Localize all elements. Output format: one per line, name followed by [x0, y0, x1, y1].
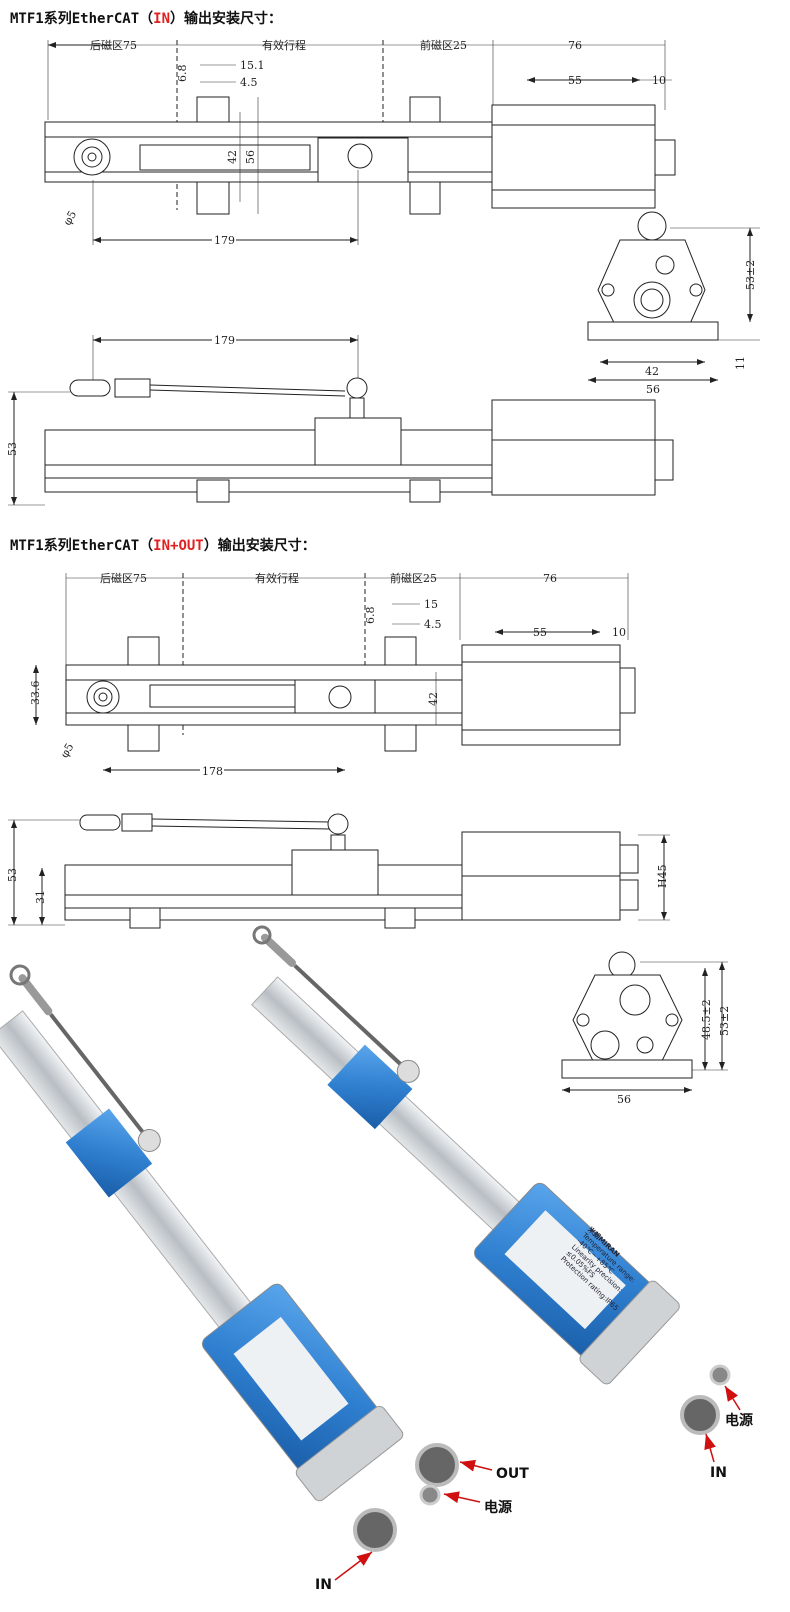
callout-power-right: 电源 — [725, 1413, 753, 1429]
dim-33-6: 33.6 — [29, 681, 42, 706]
dim-rear-zone: 后磁区75 — [100, 572, 147, 585]
dim-end-42: 42 — [645, 365, 659, 378]
dim-head-length: 76 — [543, 572, 557, 585]
dim-56: 56 — [244, 150, 257, 164]
dim-connector: 10 — [652, 74, 666, 87]
dim-178: 178 — [202, 765, 223, 778]
dim-15: 15 — [424, 598, 438, 611]
title-prefix: MTF1系列EtherCAT（ — [10, 538, 154, 554]
title-prefix: MTF1系列EtherCAT（ — [10, 11, 154, 27]
dim-end-56: 56 — [646, 383, 660, 396]
callout-in-left: IN — [315, 1577, 332, 1593]
dim-53pm2: 53±2 — [718, 1006, 731, 1036]
dim-stroke: 有效行程 — [262, 38, 306, 52]
dim-42: 42 — [226, 150, 239, 164]
dim-end-56: 56 — [617, 1093, 631, 1106]
dim-11: 11 — [734, 356, 747, 370]
side-view-in-out: 53 31 H45 — [6, 813, 670, 929]
dim-stroke: 有效行程 — [255, 571, 299, 585]
end-view-in: 53±2 11 42 56 — [587, 211, 760, 396]
dim-48-5pm2: 48.5±2 — [700, 999, 713, 1040]
callout-out: OUT — [496, 1466, 529, 1482]
title-highlight: IN — [153, 11, 171, 27]
dim-head-length: 76 — [568, 39, 582, 52]
dim-head-body: 55 — [568, 74, 582, 87]
product-photo-left — [0, 964, 493, 1581]
dim-179: 179 — [214, 234, 235, 247]
dim-front-zone: 前磁区25 — [420, 38, 467, 52]
dim-6-8: 6.8 — [364, 607, 377, 625]
section2-title: MTF1系列EtherCAT（IN+OUT）输出安装尺寸： — [10, 535, 316, 555]
dim-rear-zone: 后磁区75 — [90, 39, 137, 52]
title-suffix: ）输出安装尺寸： — [170, 11, 283, 27]
dim-side-53: 53 — [6, 868, 19, 882]
top-view-in-out: 后磁区75 有效行程 前磁区25 76 55 10 15 4.5 6.8 42 … — [29, 571, 636, 778]
dim-4-5: 4.5 — [424, 618, 442, 631]
dim-phi5: φ5 — [61, 208, 80, 227]
title-suffix: ）输出安装尺寸： — [203, 538, 316, 554]
side-view-in: 179 53 — [6, 333, 674, 506]
title-highlight: IN+OUT — [153, 538, 204, 554]
dim-head-body: 55 — [533, 626, 547, 639]
end-view-in-out: 48.5±2 53±2 56 — [561, 951, 731, 1106]
dim-53pm2: 53±2 — [744, 260, 757, 290]
dim-side-179: 179 — [214, 334, 235, 347]
dim-h45: H45 — [656, 864, 669, 888]
dim-42: 42 — [427, 692, 440, 706]
dim-front-zone: 前磁区25 — [390, 571, 437, 585]
product-photo-right — [250, 925, 741, 1463]
section1-title: MTF1系列EtherCAT（IN）输出安装尺寸： — [10, 8, 282, 28]
dim-connector: 10 — [612, 626, 626, 639]
top-view-in: 后磁区75 有效行程 前磁区25 76 55 10 15.1 4.5 6.8 4… — [44, 38, 676, 247]
callout-power-left: 电源 — [484, 1500, 512, 1516]
callout-in-right: IN — [710, 1465, 727, 1481]
dim-4-5: 4.5 — [240, 76, 258, 89]
dim-side-31: 31 — [34, 890, 47, 904]
dim-side-53: 53 — [6, 442, 19, 456]
dim-6-8: 6.8 — [176, 65, 189, 83]
dim-phi5: φ5 — [58, 741, 77, 760]
dim-15-1: 15.1 — [240, 59, 265, 72]
